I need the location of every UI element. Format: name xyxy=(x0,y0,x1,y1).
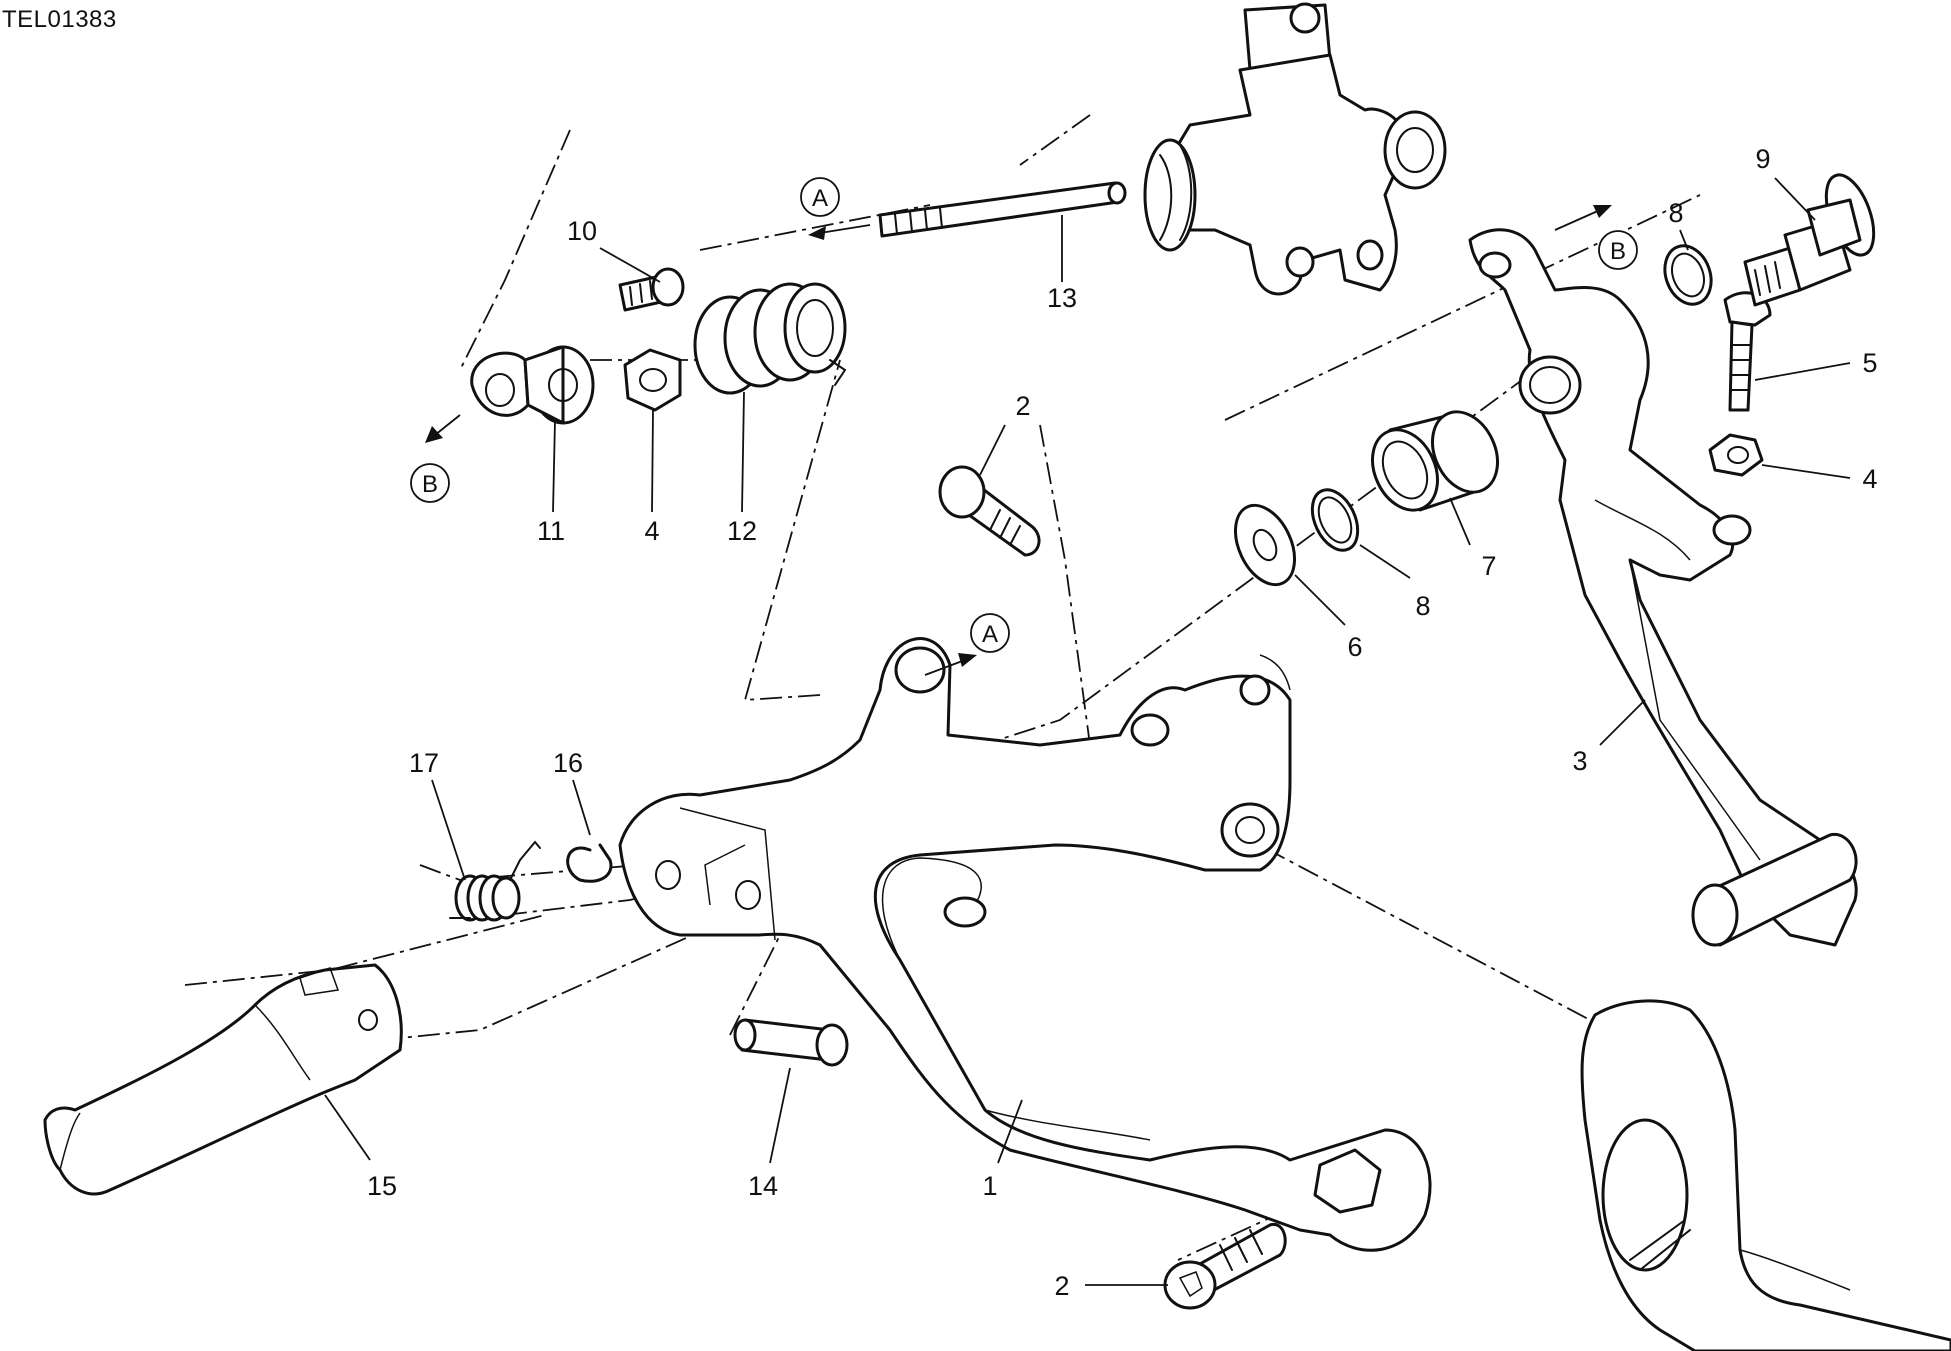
reference-arrows xyxy=(425,205,1612,676)
part-10-bolt xyxy=(618,267,685,312)
diagram-title: TEL01383 xyxy=(2,6,117,33)
ref-marker-A1: A xyxy=(800,177,840,217)
callout-13: 13 xyxy=(1047,283,1077,313)
part-16-circlip xyxy=(566,843,613,883)
callout-10: 10 xyxy=(567,216,597,246)
callout-11: 11 xyxy=(537,516,565,546)
ref-marker-A1-text: A xyxy=(812,185,828,212)
part-11-spacer xyxy=(470,345,595,425)
part-4-nut-upper xyxy=(623,348,682,412)
callout-8-right: 8 xyxy=(1668,198,1683,228)
callout-6: 6 xyxy=(1347,632,1362,662)
frame-detail xyxy=(1580,999,1951,1351)
ref-marker-B1: B xyxy=(410,463,450,503)
callout-5: 5 xyxy=(1862,348,1877,378)
part-15-footpeg xyxy=(43,963,403,1196)
part-3-brake-lever xyxy=(1468,228,1858,947)
ref-marker-B2-text: B xyxy=(1610,238,1626,265)
part-2-bolt-upper xyxy=(938,465,1041,557)
part-8-oring-right xyxy=(1663,244,1713,306)
part-2-bolt-lower xyxy=(1163,1222,1287,1310)
callout-1: 1 xyxy=(982,1171,997,1201)
part-1-footpeg-bracket xyxy=(618,637,1432,1252)
callout-4-upper: 4 xyxy=(644,516,659,546)
part-9-pivot-bolt xyxy=(1743,173,1876,307)
callout-8-left: 8 xyxy=(1415,591,1430,621)
callout-4-right: 4 xyxy=(1862,464,1877,494)
callout-7: 7 xyxy=(1481,551,1496,581)
callout-3: 3 xyxy=(1572,746,1587,776)
callout-16: 16 xyxy=(553,748,583,778)
callout-14: 14 xyxy=(748,1171,778,1201)
callout-17: 17 xyxy=(409,748,439,778)
callout-15: 15 xyxy=(367,1171,397,1201)
part-4-nut-right xyxy=(1708,433,1764,477)
callout-2-upper: 2 xyxy=(1015,391,1030,421)
callout-labels: 13 10 11 4 12 2 9 8 5 4 7 8 6 3 17 16 15… xyxy=(367,144,1878,1301)
callout-2-lower: 2 xyxy=(1054,1271,1069,1301)
ref-marker-A2-text: A xyxy=(982,621,998,648)
part-8-oring-left xyxy=(1310,488,1360,552)
callout-9: 9 xyxy=(1755,144,1770,174)
part-12-spring xyxy=(693,282,847,395)
part-6-washer xyxy=(1233,503,1297,587)
ref-marker-A2: A xyxy=(970,613,1010,653)
ref-marker-B1-text: B xyxy=(422,471,438,498)
part-5-bolt xyxy=(1723,291,1772,412)
part-13-pushrod xyxy=(878,181,1127,238)
part-14-pin xyxy=(733,1018,849,1067)
master-cylinder xyxy=(1143,2,1447,296)
part-17-spring xyxy=(449,840,541,922)
callout-12: 12 xyxy=(727,516,757,546)
ref-marker-B2: B xyxy=(1598,230,1638,270)
part-7-bushing xyxy=(1371,410,1499,512)
leader-lines xyxy=(324,177,1851,1286)
